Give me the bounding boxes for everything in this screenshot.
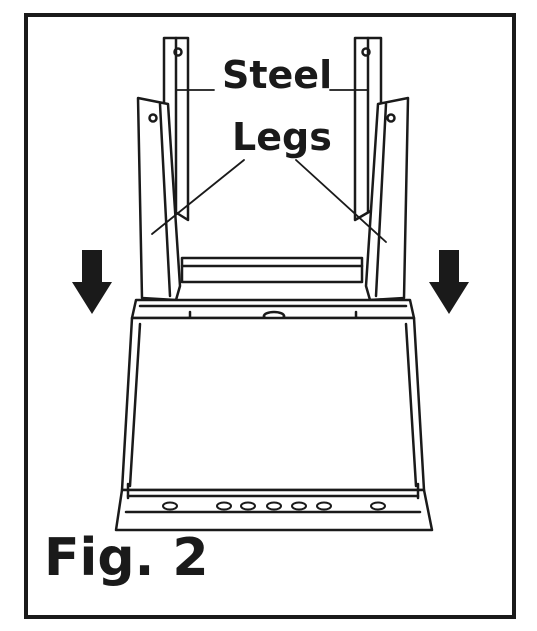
back-crossbar <box>180 256 364 284</box>
figure-frame <box>24 13 516 619</box>
plinth-holes <box>162 501 386 511</box>
steel-label: Steel <box>222 53 333 97</box>
legs-label: Legs <box>232 115 332 159</box>
front-right-leg <box>364 96 410 302</box>
front-left-leg <box>136 96 182 302</box>
down-arrow-icon <box>72 250 112 314</box>
cabinet-body <box>114 298 434 532</box>
figure-caption: Fig. 2 <box>44 528 209 588</box>
label-leader-lines <box>151 89 387 243</box>
down-arrow-icon <box>429 250 469 314</box>
